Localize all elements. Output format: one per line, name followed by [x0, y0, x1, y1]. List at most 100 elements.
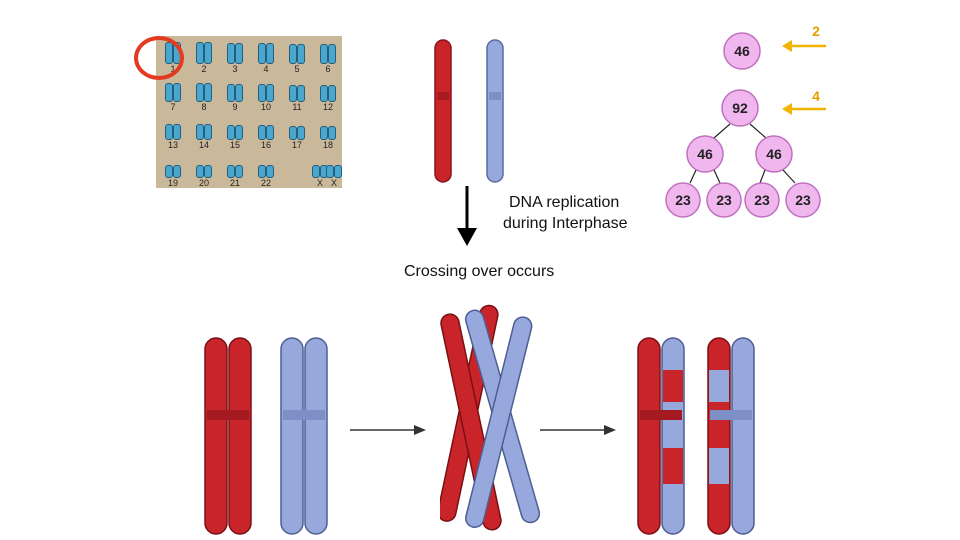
chromosome-pair	[195, 80, 213, 102]
chromosome	[235, 43, 243, 64]
chromosome	[266, 125, 274, 140]
chromosome-number-label: 4	[263, 64, 269, 74]
karyotype-cell: 5	[282, 40, 312, 74]
chromosome	[235, 84, 243, 102]
chromosome	[204, 83, 212, 102]
chromosome	[196, 83, 204, 102]
maternal-chromatid-2	[228, 337, 252, 535]
chromosome-pair	[319, 42, 337, 64]
chromosome-number-label: 14	[198, 140, 209, 150]
replication-label-line1: DNA replication	[509, 194, 620, 211]
chromosome	[320, 126, 328, 140]
chromosome	[297, 44, 305, 64]
karyotype-cell: 15	[220, 116, 250, 150]
crossing-over-label: Crossing over occurs	[404, 263, 555, 280]
chromosome	[204, 42, 212, 64]
chromosome	[258, 43, 266, 64]
paternal-chromatid-1	[280, 337, 304, 535]
chromosome	[204, 165, 212, 178]
chromosome-number-label: 11	[292, 102, 302, 112]
chromosome	[165, 165, 173, 178]
right-arrow-1	[350, 425, 426, 435]
replicated-pair-before	[204, 337, 328, 535]
cell-23-b	[706, 182, 742, 218]
chromosome-number-label: 9	[232, 102, 238, 112]
chromosome-number-label: 5	[294, 64, 300, 74]
homologous-pair-top	[434, 39, 504, 183]
cell-23-d	[785, 182, 821, 218]
karyotype-cell: 7	[158, 78, 188, 112]
recombined-chromosomes	[637, 337, 755, 535]
replication-label-line2: during Interphase	[503, 215, 628, 232]
maternal-chromosome-top	[434, 39, 452, 183]
chromosome-pair	[288, 80, 306, 102]
chromosome-number-label: 21	[229, 178, 240, 188]
chromosome	[235, 165, 243, 178]
chromosome-number-label: 16	[260, 140, 271, 150]
karyotype-cell: 9	[220, 78, 250, 112]
cell-23-c-label: 23	[754, 192, 770, 208]
chromosome-pair	[226, 42, 244, 64]
chromosome-pair	[226, 118, 244, 140]
karyotype-cell: 21	[220, 154, 250, 188]
chromosome-pair	[288, 42, 306, 64]
chromosome-number-label: 2	[201, 64, 207, 74]
chromosome-pair	[288, 118, 306, 140]
chromosome	[196, 124, 204, 140]
chromosome	[173, 83, 181, 102]
chromosome	[258, 165, 266, 178]
karyotype-cell: 19	[158, 154, 188, 188]
cell-46-left-label: 46	[697, 146, 713, 162]
cell-92	[721, 89, 759, 127]
chromosome-number-label: 3	[232, 64, 238, 74]
cell-23-b-label: 23	[716, 192, 732, 208]
crossing-over-pair	[440, 304, 540, 531]
chromosome	[297, 126, 305, 140]
down-arrow	[457, 186, 477, 246]
chromosome	[173, 124, 181, 140]
chromosome	[266, 165, 274, 178]
cell-92-label: 92	[732, 100, 748, 116]
karyotype-cell: 12	[313, 78, 343, 112]
chromosome	[312, 165, 320, 178]
chromosome	[334, 165, 342, 178]
chromosome	[165, 83, 173, 102]
paternal-chromosome-top	[486, 39, 504, 183]
karyotype-cell: 17	[282, 116, 312, 150]
chromosome	[266, 43, 274, 64]
chromosome	[165, 124, 173, 140]
cell-46-left	[686, 135, 724, 173]
chromosome-number-label: 18	[322, 140, 333, 150]
chromosome-pair	[319, 80, 337, 102]
karyotype-cell: 8	[189, 78, 219, 112]
chromosome-pair	[226, 156, 244, 178]
chromosome	[227, 43, 235, 64]
chromosome	[328, 44, 336, 64]
chromosome-pair	[195, 156, 213, 178]
chromosome	[227, 165, 235, 178]
cell-46-top-label: 46	[734, 43, 750, 59]
chromosome-number-label: 10	[260, 102, 271, 112]
karyotype-cell: 6	[313, 40, 343, 74]
chromosome-number-label: 13	[167, 140, 178, 150]
chromosome-pair	[257, 118, 275, 140]
cell-division-tree: 46 92 46 46 23 23 23 23 2 4	[665, 23, 826, 218]
chromosome-pair	[164, 80, 182, 102]
cell-46-right-label: 46	[766, 146, 782, 162]
chromosome	[227, 125, 235, 140]
chromosome	[289, 85, 297, 102]
chromosome-number-label: X	[316, 178, 323, 188]
chromosome-number-label: 6	[325, 64, 331, 74]
chromosome-number-label: 8	[201, 102, 207, 112]
chromosome	[289, 44, 297, 64]
chromosome	[196, 165, 204, 178]
chromosome-number-label: 12	[322, 102, 333, 112]
chromosome	[297, 85, 305, 102]
chromosome	[173, 165, 181, 178]
chromosome-pair	[325, 156, 343, 178]
cell-23-c	[744, 182, 780, 218]
chromosome-number-label: 17	[291, 140, 302, 150]
karyotype-cell: 4	[251, 40, 281, 74]
chromosome-pair	[319, 118, 337, 140]
chromosome	[258, 125, 266, 140]
